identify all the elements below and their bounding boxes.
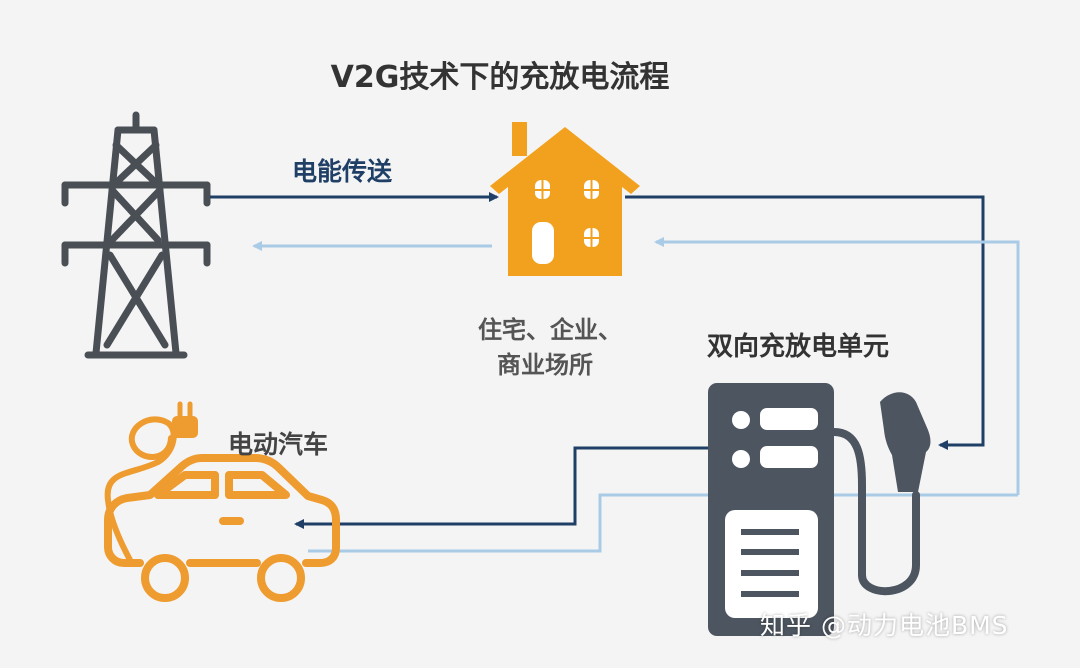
flow-home-to-station [625,195,985,450]
diagram-title: V2G技术下的充放电流程 [330,60,670,95]
home-label-line1: 住宅、企业、 [478,316,622,344]
flow-station-to-car [294,446,708,529]
home-label-line2: 商业场所 [497,351,593,379]
flow-car-to-station [308,490,732,553]
house-icon [490,122,640,276]
power-tower-icon [61,111,211,359]
energy-transfer-label: 电能传送 [292,157,393,186]
flow-station-to-home [654,237,1020,495]
electric-car-icon [104,454,340,602]
watermark: 知乎 @动力电池BMS [760,611,1009,640]
electric-vehicle-label: 电动汽车 [228,430,329,459]
charging-station-icon [708,383,931,636]
bidirectional-unit-label: 双向充放电单元 [707,332,890,362]
plug-icon [104,401,198,563]
